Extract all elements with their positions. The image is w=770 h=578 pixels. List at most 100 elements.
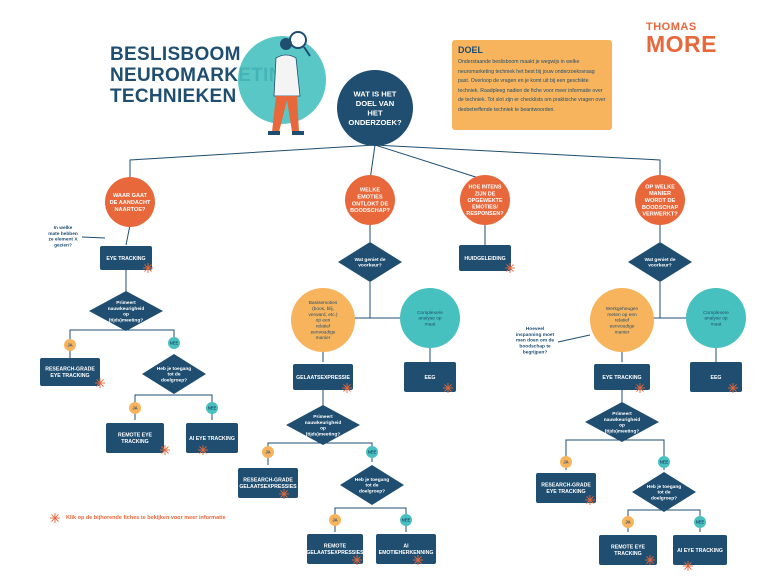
technique-eeg-1[interactable]: EEG — [404, 362, 456, 392]
svg-text:JA: JA — [132, 405, 137, 410]
svg-text:JA: JA — [265, 449, 270, 454]
svg-text:NEE: NEE — [402, 517, 411, 522]
star-burst-icon[interactable] — [505, 263, 515, 273]
star-burst-icon[interactable] — [635, 383, 645, 393]
answer-ja-6: JA — [622, 516, 634, 528]
svg-text:AI EYE TRACKING: AI EYE TRACKING — [189, 436, 235, 442]
person-with-magnifier-icon — [238, 31, 326, 135]
svg-text:JA: JA — [563, 459, 568, 464]
svg-text:EEG: EEG — [711, 375, 722, 381]
star-burst-icon[interactable] — [585, 495, 595, 505]
svg-text:JA: JA — [625, 519, 630, 524]
logo-line-1: THOMAS — [646, 21, 697, 33]
answer-nee-4: NEE — [400, 514, 412, 526]
technique-eeg-2[interactable]: EEG — [690, 362, 742, 392]
star-burst-icon[interactable] — [143, 263, 153, 273]
title-line-3: TECHNIEKEN — [110, 86, 237, 107]
answer-ja-4: JA — [329, 514, 341, 526]
star-burst-icon[interactable] — [342, 383, 352, 393]
svg-text:NEE: NEE — [208, 405, 217, 410]
star-burst-icon[interactable] — [279, 489, 289, 499]
svg-text:NEE: NEE — [696, 519, 705, 524]
logo-line-2: MORE — [646, 31, 717, 57]
thomas-more-logo: THOMAS MORE — [646, 22, 717, 56]
answer-nee-6: NEE — [694, 516, 706, 528]
svg-text:EYE TRACKING: EYE TRACKING — [106, 256, 145, 262]
footnote: Klik op de bijhorende fiches te bekijken… — [66, 515, 226, 521]
svg-text:JA: JA — [67, 342, 72, 347]
answer-ja-5: JA — [560, 456, 572, 468]
star-burst-icon[interactable] — [160, 445, 170, 455]
star-burst-icon[interactable] — [683, 561, 693, 571]
svg-text:EEG: EEG — [425, 375, 436, 381]
star-burst-icon[interactable] — [95, 378, 105, 388]
technique-skin[interactable]: HUIDGELEIDING — [459, 245, 511, 271]
technique-ai-eye-2[interactable]: AI EYE TRACKING — [673, 535, 727, 565]
star-burst-icon[interactable] — [413, 555, 423, 565]
svg-text:NEE: NEE — [368, 449, 377, 454]
technique-eye-tracking-2[interactable]: EYE TRACKING — [594, 364, 650, 390]
answer-nee-3: NEE — [366, 446, 378, 458]
star-burst-icon[interactable] — [352, 555, 362, 565]
answer-nee-2: NEE — [206, 402, 218, 414]
answer-ja-2: JA — [129, 402, 141, 414]
svg-text:EYE TRACKING: EYE TRACKING — [602, 375, 641, 381]
star-burst-icon[interactable] — [728, 383, 738, 393]
svg-text:HUIDGELEIDING: HUIDGELEIDING — [464, 256, 505, 262]
svg-text:AI EYE TRACKING: AI EYE TRACKING — [677, 548, 723, 554]
technique-eye-tracking-1[interactable]: EYE TRACKING — [100, 246, 152, 270]
star-burst-icon[interactable] — [50, 513, 60, 523]
technique-facial[interactable]: GELAATSEXPRESSIE — [293, 364, 353, 390]
technique-ai-eye-1[interactable]: AI EYE TRACKING — [186, 423, 238, 453]
star-burst-icon[interactable] — [443, 383, 453, 393]
svg-text:JA: JA — [332, 517, 337, 522]
star-burst-icon[interactable] — [645, 555, 655, 565]
svg-text:NEE: NEE — [660, 459, 669, 464]
star-burst-icon[interactable] — [198, 445, 208, 455]
doel-heading: DOEL — [458, 45, 484, 55]
answer-nee-5: NEE — [658, 456, 670, 468]
svg-text:Basisemoties(boos, blij,verwar: Basisemoties(boos, blij,verward, etc.)op… — [308, 300, 337, 341]
doel-text: Onderstaande beslisboom maakt je wegwijs… — [458, 59, 606, 113]
